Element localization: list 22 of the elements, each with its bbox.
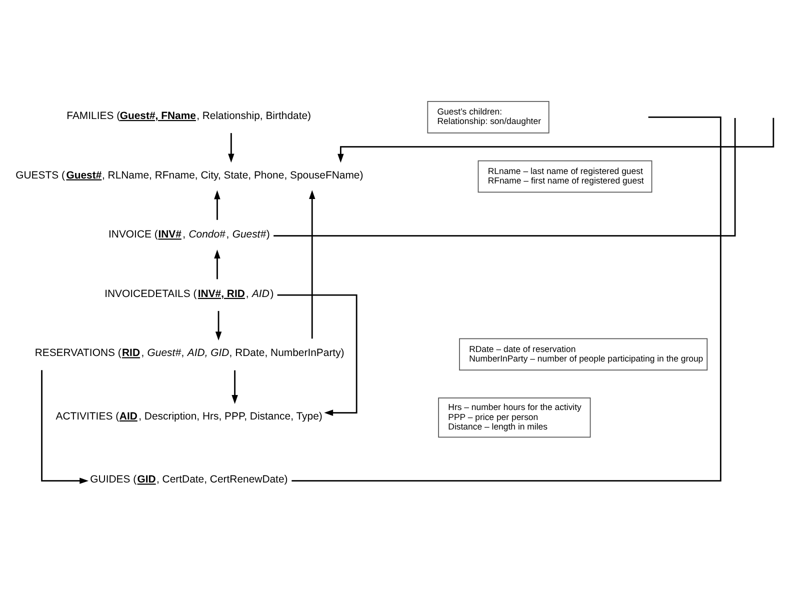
node-text: GUIDES (GID, CertDate, CertRenewDate)	[90, 474, 288, 486]
node-text: INVOICEDETAILS (INV#, RID, AID)	[104, 288, 274, 300]
arrow	[214, 250, 220, 280]
arrow	[232, 370, 238, 404]
node-box: RDate – date of reservation NumberInParty – number of people participating in the group	[459, 338, 708, 370]
node-text: INVOICE (INV#, Condo#, Guest#)	[108, 230, 270, 241]
arrow	[41, 370, 89, 484]
arrow	[277, 294, 358, 416]
node-box: RLname – last name of registered guest RFname – first name of registered guest	[478, 160, 652, 193]
arrow	[215, 310, 222, 341]
node-text: ACTIVITIES (AID, Description, Hrs, PPP, Distance, Type)	[56, 411, 322, 422]
node-box: Guest’s children: Relationship: son/daughter	[427, 101, 550, 134]
arrow	[228, 133, 234, 163]
node-box: Hrs – number hours for the activity PPP – price per person Distance – length in miles	[438, 398, 591, 438]
arrow	[338, 118, 774, 163]
node-text: FAMILIES (Guest#, FName, Relationship, Birthdate)	[66, 111, 312, 122]
node-text: GUESTS (Guest#, RLName, RFname, City, State, Phone, SpouseFName)	[16, 170, 364, 182]
node-text: RESERVATIONS (RID, Guest#, AID, GID, RDate, NumberInParty)	[34, 348, 344, 360]
connector	[274, 118, 736, 236]
connector	[292, 116, 722, 482]
arrow	[214, 190, 220, 220]
arrow	[309, 190, 316, 339]
